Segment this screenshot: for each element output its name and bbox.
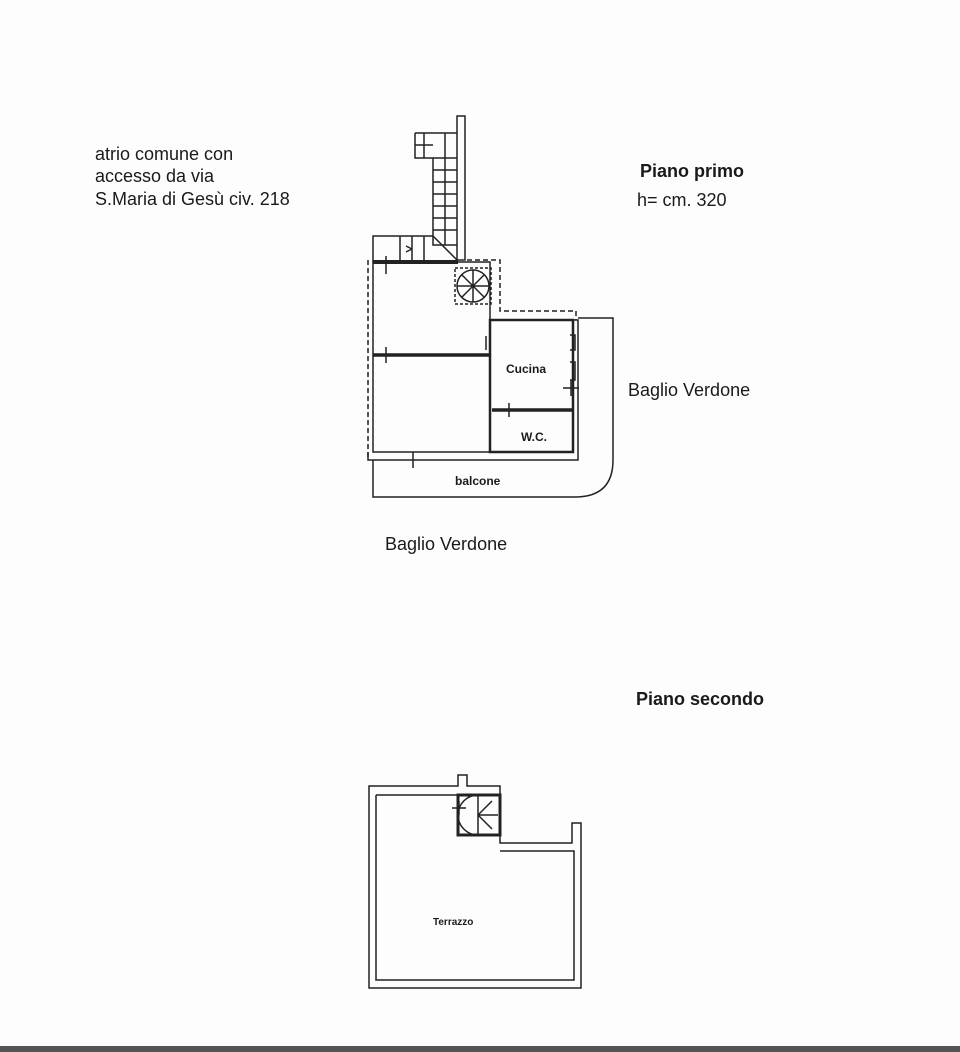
window: [570, 334, 576, 381]
dashed-outline: [367, 259, 577, 460]
street-label-east: Baglio Verdone: [628, 380, 751, 400]
spiral-stair-icon: [454, 267, 492, 305]
room-label-balcony: balcone: [455, 474, 501, 488]
service-block: [488, 318, 575, 454]
staircase: [372, 132, 458, 262]
scan-edge: [0, 1046, 960, 1052]
second-floor-title: Piano secondo: [636, 689, 765, 709]
room-label-wc: W.C.: [521, 430, 547, 444]
first-floor-title: Piano primo: [640, 161, 745, 181]
stair-wall: [456, 115, 466, 261]
street-label-south: Baglio Verdone: [385, 534, 508, 554]
door-marks: [385, 256, 579, 468]
access-note-line-3: S.Maria di Gesù civ. 218: [95, 189, 290, 209]
balcony-outline: [372, 317, 614, 498]
access-note-line-1: atrio comune con: [95, 144, 234, 164]
first-floor-plan: [367, 115, 614, 498]
room-label-kitchen: Cucina: [506, 362, 547, 376]
second-floor-plan: [368, 774, 582, 989]
room-label-terrace: Terrazzo: [433, 917, 474, 928]
first-floor-height: h= cm. 320: [637, 190, 727, 210]
access-note-line-2: accesso da via: [95, 166, 215, 186]
